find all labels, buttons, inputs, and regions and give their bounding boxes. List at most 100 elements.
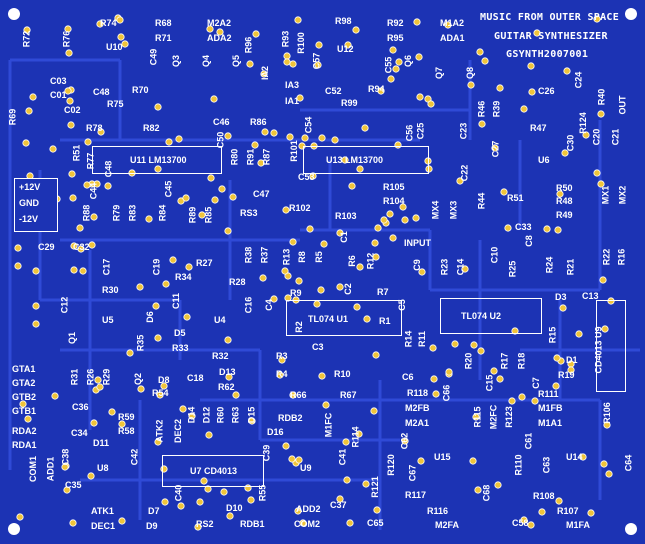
power-label-minus12: -12V xyxy=(19,214,39,224)
ref-r88: R88 xyxy=(81,204,92,222)
ref-c32: C32 xyxy=(73,242,90,252)
ref-c40: C40 xyxy=(173,484,184,502)
solder-pad xyxy=(96,20,104,28)
ref-r100: R100 xyxy=(295,32,306,54)
solder-pad xyxy=(69,519,77,527)
ref-u8: U8 xyxy=(97,463,109,473)
solder-pad xyxy=(260,70,268,78)
solder-pad xyxy=(296,94,304,102)
ref-r19: R19 xyxy=(558,370,575,380)
solder-pad xyxy=(160,382,168,390)
ref-r67: R67 xyxy=(340,390,357,400)
ref-c03: C03 xyxy=(50,76,67,86)
ref-c44: C44 xyxy=(88,182,99,200)
solder-pad xyxy=(29,93,37,101)
solder-pad xyxy=(356,263,364,271)
solder-pad xyxy=(520,516,528,524)
solder-pad xyxy=(553,354,561,362)
ref-u14: U14 xyxy=(566,452,583,462)
solder-pad xyxy=(470,341,478,349)
ref-r74: R74 xyxy=(100,18,117,28)
ref-c20: C20 xyxy=(591,128,602,146)
ref-r21: R21 xyxy=(565,258,576,276)
ref-c46: C46 xyxy=(213,117,230,127)
solder-pad xyxy=(194,523,202,531)
ref-r103: R103 xyxy=(335,211,357,221)
ref-r101: R101 xyxy=(288,140,299,162)
ref-rs3: RS3 xyxy=(240,208,258,218)
solder-pad xyxy=(511,327,519,335)
ref-r82: R82 xyxy=(143,123,160,133)
ref-r60: R60 xyxy=(215,406,226,424)
solder-pad xyxy=(179,405,187,413)
solder-pad xyxy=(96,383,104,391)
solder-pad xyxy=(270,129,278,137)
solder-pad xyxy=(331,136,339,144)
ref-r75: R75 xyxy=(107,99,124,109)
solder-pad xyxy=(282,206,290,214)
solder-pad xyxy=(220,488,228,496)
ref-r39: R39 xyxy=(491,100,502,118)
solder-pad xyxy=(599,276,607,284)
ref-m1fb: M1FB xyxy=(538,403,563,413)
solder-pad xyxy=(601,325,609,333)
ref-r93: R93 xyxy=(280,30,291,48)
ic-u13-label: U13 LM13700 xyxy=(326,155,384,165)
solder-pad xyxy=(51,392,59,400)
solder-pad xyxy=(543,225,551,233)
solder-pad xyxy=(154,103,162,111)
ref-gtb1: GTB1 xyxy=(12,406,37,416)
solder-pad xyxy=(425,165,433,173)
solder-pad xyxy=(295,277,303,285)
solder-pad xyxy=(496,84,504,92)
ref-d3: D3 xyxy=(555,292,567,302)
ref-u6: U6 xyxy=(538,155,550,165)
ref-r10: R10 xyxy=(334,369,351,379)
solder-pad xyxy=(556,190,564,198)
solder-pad xyxy=(70,266,78,274)
ref-c3: C3 xyxy=(312,342,324,352)
ref-c39: C39 xyxy=(261,444,272,462)
ref-r76: R76 xyxy=(61,30,72,48)
ref-atk2: ATK2 xyxy=(154,419,165,443)
solder-pad xyxy=(198,211,206,219)
ref-ia1: IA1 xyxy=(285,96,300,106)
ref-dec2: DEC2 xyxy=(173,418,184,444)
ref-m2fa: M2FA xyxy=(435,520,460,530)
ref-r51: R51 xyxy=(71,144,82,162)
ref-c22: C22 xyxy=(459,164,470,182)
solder-pad xyxy=(527,62,535,70)
solder-pad xyxy=(380,216,388,224)
solder-pad xyxy=(582,131,590,139)
solder-pad xyxy=(88,241,96,249)
solder-pad xyxy=(206,25,214,33)
ref-r26: R26 xyxy=(85,368,96,386)
ref-atk1: ATK1 xyxy=(91,506,114,516)
solder-pad xyxy=(104,182,112,190)
solder-pad xyxy=(283,58,291,66)
solder-pad xyxy=(417,457,425,465)
ref-m1fc: M1FC xyxy=(323,412,334,438)
solder-pad xyxy=(79,267,87,275)
solder-pad xyxy=(252,30,260,38)
solder-pad xyxy=(593,169,601,177)
ref-r114: R114 xyxy=(350,426,361,448)
solder-pad xyxy=(401,216,409,224)
ref-u10: U10 xyxy=(106,42,123,52)
solder-pad xyxy=(282,442,290,450)
solder-pad xyxy=(118,517,126,525)
solder-pad xyxy=(531,397,539,405)
solder-pad xyxy=(288,455,296,463)
ref-r8: R8 xyxy=(296,251,307,263)
solder-pad xyxy=(504,224,512,232)
ref-r44: R44 xyxy=(476,192,487,210)
ref-c1: C1 xyxy=(338,231,349,243)
solder-pad xyxy=(22,139,30,147)
solder-pad xyxy=(283,52,291,60)
ref-c61: C61 xyxy=(523,432,534,450)
solder-pad xyxy=(177,502,185,510)
ref-r86: R86 xyxy=(250,117,267,127)
ref-r6: R6 xyxy=(346,255,357,267)
solder-pad xyxy=(370,407,378,415)
solder-pad xyxy=(246,60,254,68)
